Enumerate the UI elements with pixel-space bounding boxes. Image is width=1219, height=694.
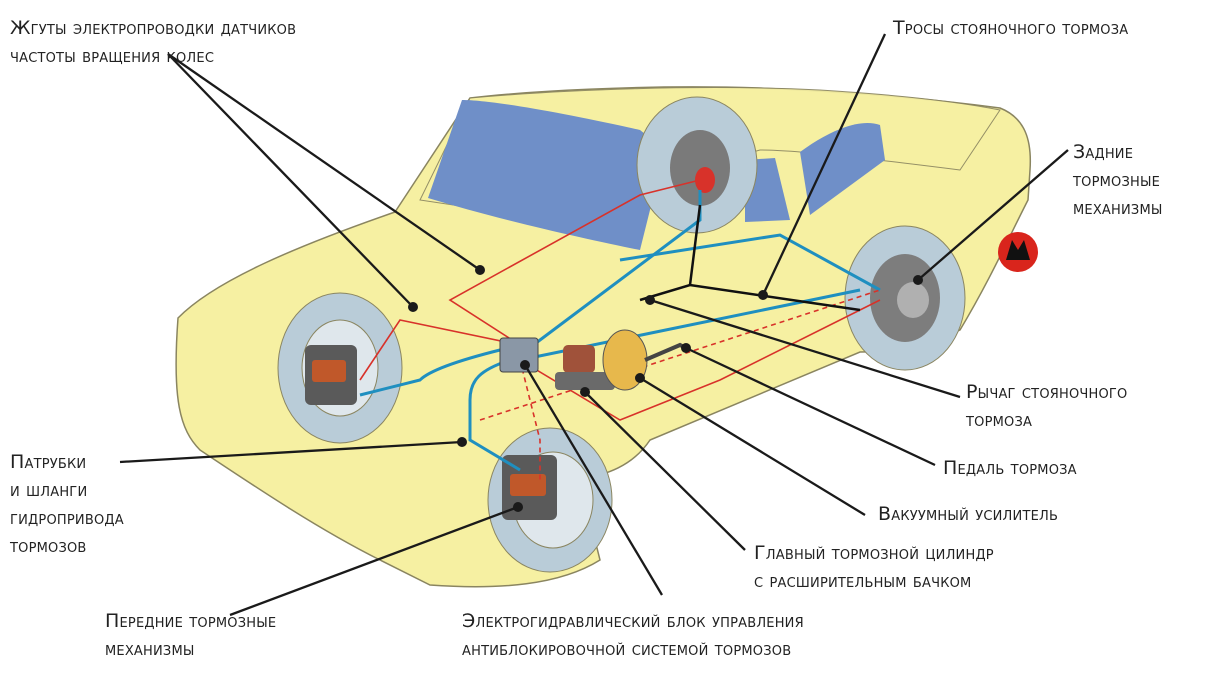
label-line: Патрубки: [10, 451, 87, 473]
rear-right-wheel: [844, 225, 966, 371]
side-window-rear: [800, 123, 885, 215]
label-line: и шланги: [10, 479, 88, 501]
label-line: тормозов: [10, 535, 87, 557]
label-line: гидропривода: [10, 507, 124, 529]
label-line: частоты вращения колес: [10, 45, 215, 67]
rear-left-wheel: [636, 96, 758, 234]
label-line: механизмы: [1073, 197, 1163, 219]
label-line: Тросы стояночного тормоза: [893, 17, 1129, 39]
label-master-cylinder: Главный тормозной цилиндр с расширительн…: [754, 539, 994, 595]
label-abs-unit: Электрогидравлический блок управления ан…: [462, 607, 804, 663]
label-front-brakes: Передние тормозные механизмы: [105, 607, 276, 663]
label-line: механизмы: [105, 638, 195, 660]
label-line: Вакуумный усилитель: [878, 503, 1059, 525]
abs-unit: [499, 337, 539, 373]
parking-cables: [639, 204, 861, 312]
label-line: Передние тормозные: [105, 610, 277, 632]
leader-lines: [119, 33, 1069, 617]
label-brake-pedal: Педаль тормоза: [943, 454, 1077, 482]
windshield: [428, 100, 665, 250]
label-line: тормоза: [966, 409, 1033, 431]
label-line: Главный тормозной цилиндр: [754, 542, 994, 564]
leader-dots: [408, 265, 923, 512]
car-body: [175, 86, 1032, 588]
label-line: Задние: [1073, 141, 1134, 163]
label-line: Педаль тормоза: [943, 457, 1077, 479]
label-vacuum-booster: Вакуумный усилитель: [878, 500, 1058, 528]
label-sensor-harness: Жгуты электропроводки датчиков частоты в…: [10, 14, 296, 70]
label-parking-lever: Рычаг стояночного тормоза: [966, 378, 1127, 434]
master-cylinder: [555, 345, 615, 390]
label-line: тормозные: [1073, 169, 1161, 191]
label-line: Жгуты электропроводки датчиков: [10, 17, 297, 39]
front-left-wheel: [277, 292, 403, 444]
label-line: с расширительным бачком: [754, 570, 972, 592]
label-line: антиблокировочной системой тормозов: [462, 638, 792, 660]
label-hoses: Патрубки и шланги гидропривода тормозов: [10, 448, 124, 560]
label-parking-cables: Тросы стояночного тормоза: [893, 14, 1128, 42]
site-logo: [998, 232, 1038, 272]
label-line: Электрогидравлический блок управления: [462, 610, 804, 632]
label-rear-brakes: Задние тормозные механизмы: [1073, 138, 1163, 222]
label-line: Рычаг стояночного: [966, 381, 1128, 403]
front-right-wheel: [487, 427, 613, 573]
sensor-wires: [359, 179, 881, 480]
